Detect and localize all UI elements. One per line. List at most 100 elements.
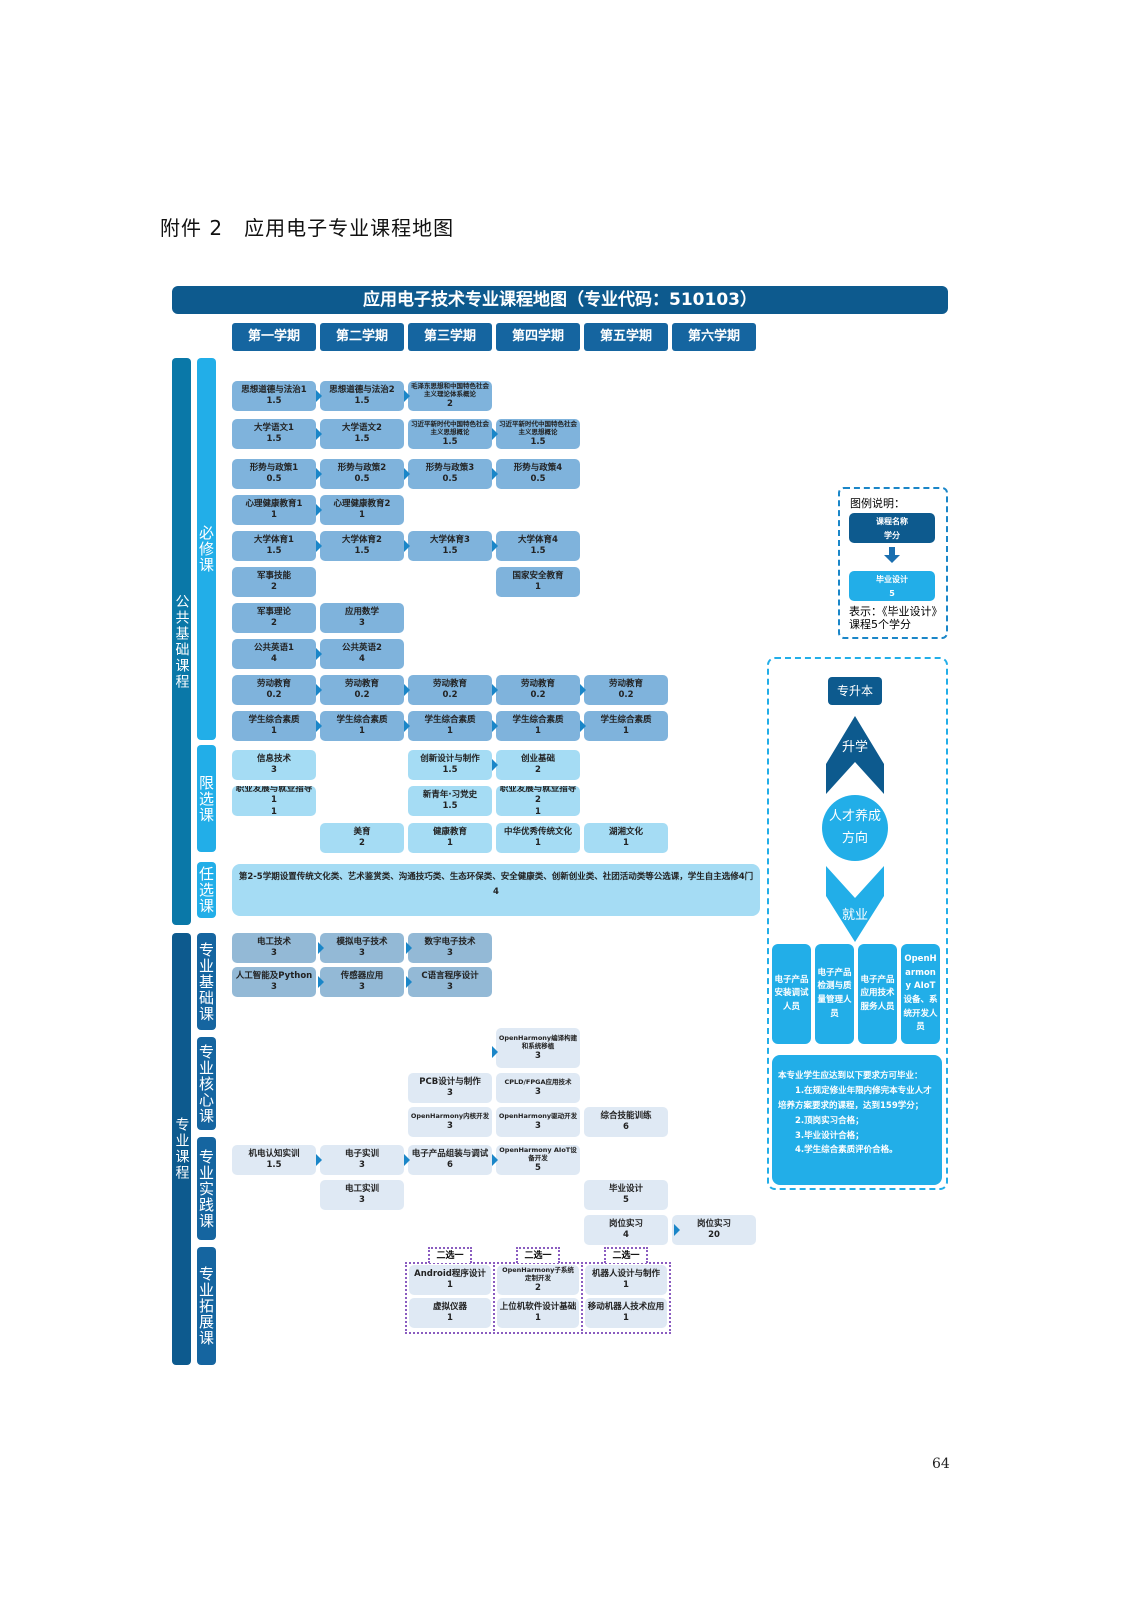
course-credit: 2 [271, 582, 277, 592]
course-name: 劳动教育 [344, 678, 379, 689]
chevron-right-icon [492, 428, 498, 440]
course-name: 学生综合素质 [600, 714, 652, 725]
course-name: 机器人设计与制作 [591, 1268, 660, 1279]
course-credit: 2 [535, 765, 541, 775]
course-name: 湖湘文化 [608, 826, 643, 837]
course-credit: 1 [271, 806, 277, 816]
talent-direction-circle: 人才养成 方向 [822, 795, 888, 861]
course-name: 思想道德与法治2 [329, 384, 395, 395]
course-name: 美育 [353, 826, 371, 837]
course-credit: 3 [535, 1086, 541, 1097]
legend-sample-credit: 学分 [884, 531, 900, 540]
category-public: 公共基础课程 [172, 358, 191, 925]
course-credit: 3 [447, 948, 453, 958]
course-name: 形势与政策1 [249, 462, 299, 473]
course-credit: 2 [535, 1283, 541, 1294]
course-credit: 6 [447, 1160, 453, 1170]
chevron-right-icon [406, 942, 412, 954]
course-credit: 0.2 [530, 690, 546, 700]
chevron-right-icon [492, 468, 498, 480]
requirement-line: 3.毕业设计合格； [795, 1130, 864, 1141]
course-credit: 1.5 [266, 396, 282, 406]
course-credit: 3 [271, 948, 277, 958]
course-name: 机电认知实训 [248, 1148, 300, 1159]
elective-text: 第2-5学期设置传统文化类、艺术鉴赏类、沟通技巧类、生态环保类、安全健康类、创新… [238, 872, 754, 882]
course-credit: 2 [271, 618, 277, 628]
course-name: 人工智能及Python [235, 970, 313, 981]
course-name: 新青年·习党史 [422, 789, 478, 800]
chevron-right-icon [316, 428, 322, 440]
chevron-right-icon [674, 1224, 680, 1236]
semester-header: 第六学期 [672, 323, 756, 351]
chevron-right-icon [316, 648, 322, 660]
course-credit: 6 [623, 1122, 629, 1132]
requirement-line: 2.顶岗实习合格； [795, 1115, 864, 1126]
course-name: 职业发展与就业指导2 [499, 786, 577, 806]
course-name: 军事技能 [256, 570, 291, 581]
course-name: 岗位实习 [608, 1218, 643, 1229]
course-credit: 3 [359, 982, 365, 992]
chevron-right-icon [316, 540, 322, 552]
legend-title: 图例说明： [850, 497, 905, 510]
course-category-label: 必修课 [197, 358, 216, 740]
course-name: 国家安全教育 [512, 570, 564, 581]
course-credit: 1 [447, 838, 453, 848]
choose-one-label: 二选一 [428, 1247, 472, 1263]
course-credit: 1 [623, 1280, 629, 1290]
course-credit: 1 [535, 838, 541, 848]
legend-example-box: 毕业设计 5 [849, 571, 935, 601]
course-credit: 5 [535, 1163, 541, 1174]
job-card: 电子产品安装调试人员 [772, 944, 811, 1044]
course-name: 学生综合素质 [336, 714, 388, 725]
course-credit: 1.5 [530, 437, 546, 448]
course-credit: 1 [623, 1313, 629, 1323]
course-name: 思想道德与法治1 [241, 384, 307, 395]
course-name: 大学体育3 [430, 534, 470, 545]
legend: 图例说明： 课程名称 学分 毕业设计 5 表示：《毕业设计》课程5个学分 [838, 487, 948, 639]
chevron-right-icon [404, 468, 410, 480]
course-credit: 1.5 [530, 546, 546, 556]
course-name: 军事理论 [256, 606, 291, 617]
choose-one-group [493, 1262, 583, 1334]
course-credit: 1.5 [266, 546, 282, 556]
course-credit: 0.5 [442, 474, 458, 484]
document-title: 附件 2 应用电子专业课程地图 [160, 216, 455, 240]
chevron-right-icon [580, 720, 586, 732]
semester-header: 第二学期 [320, 323, 404, 351]
course-credit: 1 [623, 838, 629, 848]
chevron-right-icon [316, 1154, 322, 1166]
course-name: 大学体育1 [254, 534, 294, 545]
elective-box: 第2-5学期设置传统文化类、艺术鉴赏类、沟通技巧类、生态环保类、安全健康类、创新… [232, 864, 760, 916]
course-credit: 1.5 [442, 437, 458, 448]
course-credit: 1 [447, 726, 453, 736]
chevron-right-icon [316, 684, 322, 696]
course-credit: 0.2 [354, 690, 370, 700]
